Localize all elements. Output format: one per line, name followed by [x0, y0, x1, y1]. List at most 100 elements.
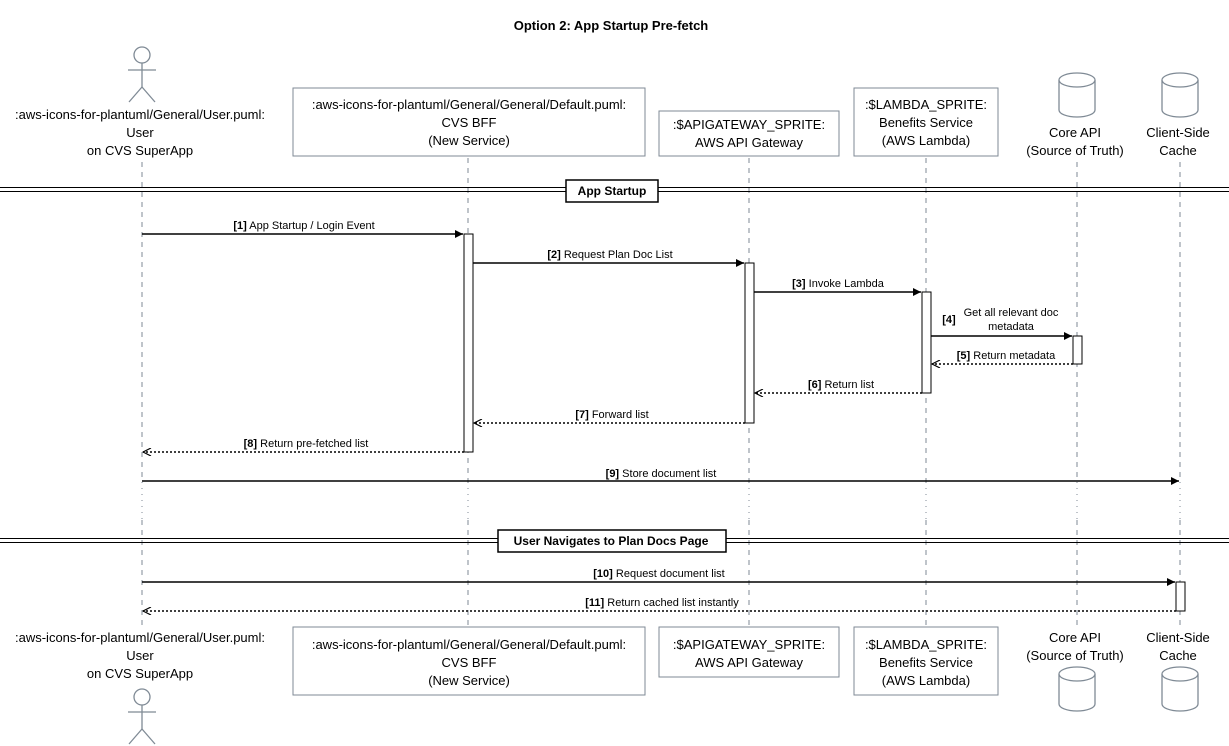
message-number: [11]: [585, 597, 604, 609]
activation-apigw: [744, 262, 755, 424]
participant-bff-line2: CVS BFF: [442, 655, 497, 670]
divider-label: User Navigates to Plan Docs Page: [514, 534, 709, 548]
actor-user-top: :aws-icons-for-plantuml/General/User.pum…: [15, 46, 265, 158]
message-label: Forward list: [592, 409, 649, 421]
message-label: Get all relevant doc: [964, 307, 1059, 319]
svg-text:[10] Request document list: [10] Request document list: [593, 568, 724, 580]
message-number: [2]: [547, 249, 561, 261]
participant-bff-line3: (New Service): [428, 673, 510, 688]
message-label-line2: metadata: [988, 321, 1035, 333]
actor-user-bottom: :aws-icons-for-plantuml/General/User.pum…: [15, 630, 265, 745]
participant-core-line1: Core API: [1049, 125, 1101, 140]
svg-text:[2] Request Plan Doc List: [2] Request Plan Doc List: [547, 249, 672, 261]
participant-core-bottom: Core API (Source of Truth): [1026, 630, 1124, 712]
user-icon: [128, 688, 156, 745]
participant-bff-line3: (New Service): [428, 133, 510, 148]
message-11: [11] Return cached list instantly: [143, 597, 1176, 611]
message-number: [5]: [957, 350, 971, 362]
participant-apigw-top: :$APIGATEWAY_SPRITE: AWS API Gateway: [658, 110, 840, 157]
participant-cache-top: Client-Side Cache: [1146, 72, 1210, 158]
message-1: [1] App Startup / Login Event: [142, 220, 463, 238]
message-label: Store document list: [622, 468, 716, 480]
message-number: [7]: [575, 409, 589, 421]
participant-lambda-line3: (AWS Lambda): [882, 133, 970, 148]
activation-cache: [1175, 581, 1186, 612]
participant-lambda-top: :$LAMBDA_SPRITE: Benefits Service (AWS L…: [853, 87, 999, 157]
database-icon: [1161, 666, 1199, 712]
activation-bff: [463, 233, 474, 453]
participant-bff-top: :aws-icons-for-plantuml/General/General/…: [292, 87, 646, 157]
activations: [463, 233, 1186, 612]
message-label: Invoke Lambda: [809, 278, 885, 290]
divider-label: App Startup: [578, 184, 647, 198]
message-label: Request document list: [616, 568, 725, 580]
participant-core-line1: Core API: [1049, 630, 1101, 645]
message-3: [3] Invoke Lambda: [754, 278, 921, 296]
participant-cache-line2: Cache: [1159, 648, 1197, 663]
participant-user-line1: :aws-icons-for-plantuml/General/User.pum…: [15, 630, 265, 645]
message-label: Return cached list instantly: [607, 597, 739, 609]
participant-cache-bottom: Client-Side Cache: [1146, 630, 1210, 712]
participant-core-line2: (Source of Truth): [1026, 143, 1124, 158]
svg-text:[11] Return cached list instan: [11] Return cached list instantly: [585, 597, 739, 609]
message-label: Return pre-fetched list: [260, 438, 368, 450]
participant-apigw-line2: AWS API Gateway: [695, 655, 803, 670]
message-5: [5] Return metadata: [932, 350, 1073, 364]
svg-text:[7] Forward list: [7] Forward list: [575, 409, 648, 421]
participant-user-line2: User: [126, 125, 154, 140]
message-number: [6]: [808, 379, 822, 391]
participant-lambda-line1: :$LAMBDA_SPRITE:: [865, 637, 987, 652]
participant-user-line2: User: [126, 648, 154, 663]
message-number: [4]: [942, 314, 956, 326]
message-number: [8]: [244, 438, 258, 450]
message-label: App Startup / Login Event: [249, 220, 374, 232]
message-10: [10] Request document list: [142, 568, 1175, 586]
participant-lambda-bottom: :$LAMBDA_SPRITE: Benefits Service (AWS L…: [853, 626, 999, 696]
message-number: [1]: [233, 220, 247, 232]
message-9: [9] Store document list: [142, 468, 1179, 485]
svg-text:[8] Return pre-fetched list: [8] Return pre-fetched list: [244, 438, 369, 450]
message-4: [4] Get all relevant doc metadata: [931, 307, 1072, 340]
activation-core: [1072, 335, 1083, 365]
database-icon: [1161, 72, 1199, 118]
participant-lambda-line3: (AWS Lambda): [882, 673, 970, 688]
divider-plan-docs: User Navigates to Plan Docs Page: [0, 529, 1229, 553]
message-label: Request Plan Doc List: [564, 249, 673, 261]
participant-lambda-line1: :$LAMBDA_SPRITE:: [865, 97, 987, 112]
svg-text:[9] Store document list: [9] Store document list: [606, 468, 717, 480]
participant-user-line1: :aws-icons-for-plantuml/General/User.pum…: [15, 107, 265, 122]
user-icon: [128, 46, 156, 103]
message-number: [9]: [606, 468, 620, 480]
message-number: [10]: [593, 568, 613, 580]
participant-core-top: Core API (Source of Truth): [1026, 72, 1124, 158]
participant-apigw-line1: :$APIGATEWAY_SPRITE:: [673, 117, 825, 132]
participant-user-line3: on CVS SuperApp: [87, 666, 193, 681]
participant-cache-line2: Cache: [1159, 143, 1197, 158]
svg-text:[5] Return metadata: [5] Return metadata: [957, 350, 1056, 362]
participant-bff-line2: CVS BFF: [442, 115, 497, 130]
participant-apigw-line1: :$APIGATEWAY_SPRITE:: [673, 637, 825, 652]
database-icon: [1058, 666, 1096, 712]
message-6: [6] Return list: [755, 379, 922, 393]
participant-bff-line1: :aws-icons-for-plantuml/General/General/…: [312, 97, 626, 112]
message-label: Return metadata: [973, 350, 1056, 362]
participant-apigw-line2: AWS API Gateway: [695, 135, 803, 150]
participant-cache-line1: Client-Side: [1146, 125, 1210, 140]
message-label: Return list: [824, 379, 874, 391]
activation-lambda: [921, 291, 932, 394]
participant-core-line2: (Source of Truth): [1026, 648, 1124, 663]
svg-text:[6] Return list: [6] Return list: [808, 379, 874, 391]
svg-text:[3] Invoke Lambda: [3] Invoke Lambda: [792, 278, 885, 290]
message-8: [8] Return pre-fetched list: [143, 438, 464, 452]
message-7: [7] Forward list: [474, 409, 745, 423]
message-number: [3]: [792, 278, 806, 290]
participant-bff-bottom: :aws-icons-for-plantuml/General/General/…: [292, 626, 646, 696]
diagram-title: Option 2: App Startup Pre-fetch: [514, 18, 709, 33]
message-2: [2] Request Plan Doc List: [473, 249, 744, 267]
participant-lambda-line2: Benefits Service: [879, 655, 973, 670]
participant-user-line3: on CVS SuperApp: [87, 143, 193, 158]
participant-bff-line1: :aws-icons-for-plantuml/General/General/…: [312, 637, 626, 652]
database-icon: [1058, 72, 1096, 118]
divider-app-startup: App Startup: [0, 179, 1229, 203]
